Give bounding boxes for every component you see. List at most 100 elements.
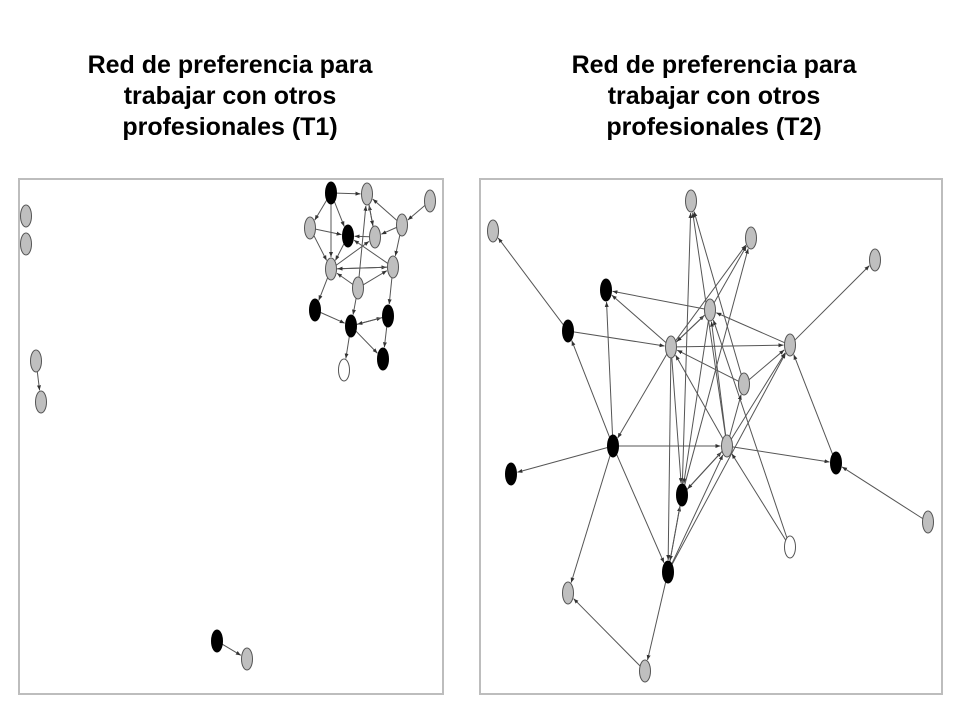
node-t1-a14-black bbox=[377, 347, 389, 371]
edge-t2-c10-c8 bbox=[676, 349, 739, 382]
node-t1-b4-gray bbox=[35, 390, 47, 414]
title-line: Red de preferencia para bbox=[87, 51, 373, 79]
edge-t1-a10-a9 bbox=[363, 270, 388, 286]
edge-t1-a12-a15 bbox=[344, 336, 350, 359]
edge-t2-c12-c2 bbox=[691, 212, 726, 436]
node-t2-c17-white bbox=[784, 535, 796, 559]
node-t1-a2-gray bbox=[361, 182, 373, 206]
edge-t2-c15-c18 bbox=[668, 505, 681, 561]
edge-t1-a9-a13 bbox=[387, 277, 393, 305]
network-panel-t1 bbox=[18, 178, 444, 695]
node-t1-a13-black bbox=[382, 304, 394, 328]
edge-t1-a4-a5 bbox=[315, 228, 342, 236]
edge-t2-c11-c5 bbox=[604, 301, 614, 436]
edge-t2-c6-c3 bbox=[713, 245, 747, 303]
edge-t1-a9-a5 bbox=[353, 239, 389, 264]
node-t2-c16-gray bbox=[922, 510, 934, 534]
node-t2-c20-gray bbox=[639, 659, 651, 683]
edge-t2-c7-c1 bbox=[497, 237, 564, 326]
node-t1-a6-gray bbox=[369, 225, 381, 249]
node-t2-c19-gray bbox=[562, 581, 574, 605]
node-t1-a5-black bbox=[342, 224, 354, 248]
edge-t2-c12-c9 bbox=[730, 352, 786, 440]
edge-t2-c17-c6 bbox=[712, 319, 788, 539]
edge-t1-a10-a2 bbox=[358, 205, 368, 278]
node-t2-c7-black bbox=[562, 319, 574, 343]
edge-t2-c20-c19 bbox=[573, 598, 641, 667]
edges-layer bbox=[36, 191, 924, 667]
node-t1-a3-gray bbox=[424, 189, 436, 213]
node-t2-c6-gray bbox=[704, 298, 716, 322]
edge-t1-a2-a6 bbox=[368, 204, 374, 226]
node-t1-a9-gray bbox=[387, 255, 399, 279]
node-t2-c1-gray bbox=[487, 219, 499, 243]
node-t2-c2-gray bbox=[685, 189, 697, 213]
node-t1-a7-gray bbox=[396, 213, 408, 237]
edge-t2-c15-c2 bbox=[681, 212, 693, 485]
edge-t2-c12-c6 bbox=[710, 321, 727, 436]
node-t2-c10-gray bbox=[738, 372, 750, 396]
node-t2-c18-black bbox=[662, 560, 674, 584]
edge-t2-c10-c2 bbox=[693, 211, 742, 375]
node-t1-b1-gray bbox=[20, 204, 32, 228]
title-line: profesionales (T2) bbox=[606, 113, 822, 141]
edge-t1-a5-a8 bbox=[334, 243, 345, 261]
node-t1-a12-black bbox=[345, 314, 357, 338]
edge-t2-c16-c14 bbox=[841, 466, 924, 520]
edge-t2-c8-c18 bbox=[666, 357, 672, 561]
edge-t1-a1-a5 bbox=[333, 201, 345, 227]
edge-t2-c8-c9 bbox=[676, 343, 784, 348]
edge-t2-c11-c18 bbox=[616, 454, 665, 563]
edge-t2-c11-c7 bbox=[571, 340, 611, 438]
edge-t1-a11-a12 bbox=[320, 311, 345, 324]
edge-t1-a10-a8 bbox=[336, 272, 354, 285]
node-t1-b5-black bbox=[211, 629, 223, 653]
edge-t1-a10-a12 bbox=[352, 298, 357, 315]
node-t2-c3-gray bbox=[745, 226, 757, 250]
network-panel-t2 bbox=[479, 178, 943, 695]
edge-t2-c6-c15 bbox=[682, 320, 709, 484]
title-line: trabajar con otros bbox=[123, 82, 337, 110]
edge-t2-c11-c13 bbox=[517, 447, 608, 473]
edge-t1-a8-a11 bbox=[318, 277, 329, 301]
edge-t1-a4-a8 bbox=[313, 235, 328, 261]
edge-t2-c11-c19 bbox=[570, 455, 611, 583]
edge-t2-c12-c15 bbox=[687, 450, 723, 490]
node-t2-c9-gray bbox=[784, 333, 796, 357]
edge-t1-a12-a14 bbox=[355, 330, 378, 354]
node-t2-c8-gray bbox=[665, 335, 677, 359]
edge-t2-c9-c6 bbox=[716, 312, 785, 344]
node-t1-a4-gray bbox=[304, 216, 316, 240]
title-t1: Red de preferencia para trabajar con otr… bbox=[40, 50, 420, 143]
edge-t2-c10-c9 bbox=[748, 349, 785, 381]
node-t1-a10-gray bbox=[352, 276, 364, 300]
node-t2-c13-black bbox=[505, 462, 517, 486]
node-t1-a8-gray bbox=[325, 257, 337, 281]
node-t1-b3-gray bbox=[30, 349, 42, 373]
node-t2-c4-gray bbox=[869, 248, 881, 272]
title-line: Red de preferencia para bbox=[571, 51, 857, 79]
edge-t2-c18-c9 bbox=[671, 353, 786, 565]
node-t1-b2-gray bbox=[20, 232, 32, 256]
edge-t1-a6-a5 bbox=[354, 234, 370, 239]
title-t2: Red de preferencia para trabajar con otr… bbox=[524, 50, 904, 143]
edge-t1-a7-a2 bbox=[372, 198, 398, 221]
edge-t1-a13-a14 bbox=[382, 326, 388, 348]
edge-t2-c7-c8 bbox=[573, 331, 665, 348]
edge-t2-c9-c4 bbox=[794, 265, 870, 341]
edge-t1-a3-a7 bbox=[407, 204, 426, 221]
edge-t2-c8-c5 bbox=[611, 294, 667, 343]
edge-t2-c18-c12 bbox=[671, 454, 724, 565]
node-t2-c15-black bbox=[676, 483, 688, 507]
edge-t1-a13-a12 bbox=[357, 316, 383, 325]
edge-t1-b3-b4 bbox=[36, 371, 41, 391]
node-t2-c14-black bbox=[830, 451, 842, 475]
node-t1-b6-gray bbox=[241, 647, 253, 671]
edge-t1-a7-a6 bbox=[381, 226, 397, 235]
edge-t2-c12-c10 bbox=[729, 394, 742, 437]
nodes-layer bbox=[20, 181, 934, 683]
node-t2-c5-black bbox=[600, 278, 612, 302]
edge-t2-c18-c20 bbox=[646, 581, 667, 661]
node-t1-a15-white bbox=[338, 358, 350, 382]
